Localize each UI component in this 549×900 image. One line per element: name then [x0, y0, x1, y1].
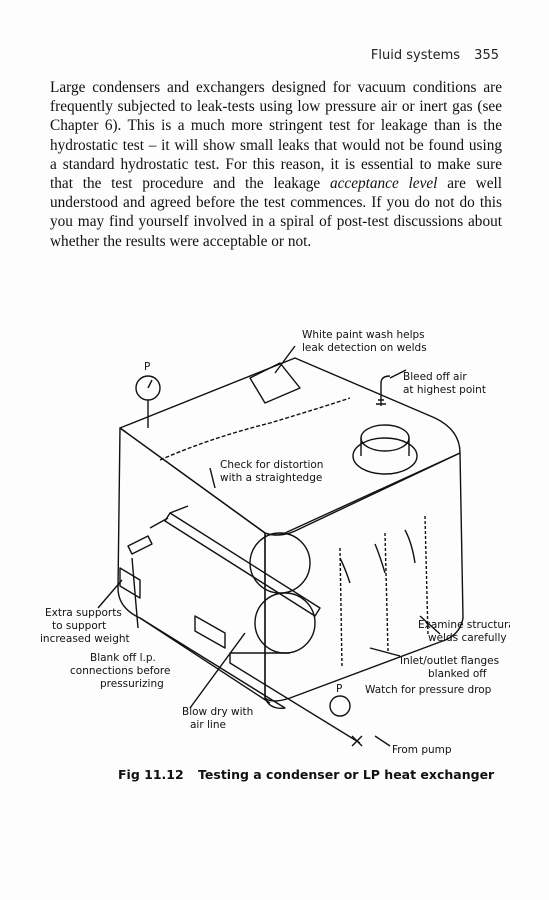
label-supports: Extra supports [45, 607, 122, 619]
support-left [119, 567, 141, 599]
running-head: Fluid systems [370, 48, 461, 63]
text-line: frequently subjected to leak-tests using… [50, 98, 502, 116]
label-watch: Watch for pressure drop [365, 684, 492, 696]
label-blow: Blow dry with [182, 706, 253, 718]
structural-welds [339, 515, 429, 669]
weld-seam-top [159, 397, 351, 461]
pump-valve [351, 735, 363, 747]
text-line: a standard hydrostatic test. For this re… [50, 155, 502, 173]
text-line: understood and agreed before the test co… [50, 194, 502, 212]
label-structural: Examine structural [418, 619, 510, 631]
support-front [194, 615, 226, 649]
body-paragraph: Large condensers and exchangers designed… [50, 78, 502, 251]
text-line-tail: are well [437, 175, 502, 193]
text-line: that the test procedure and the leakage … [50, 174, 502, 193]
label-pump: From pump [392, 744, 452, 756]
label-bleed-2: at highest point [403, 384, 486, 396]
paint-brush [249, 362, 301, 404]
label-distortion-2: with a straightedge [220, 472, 322, 484]
label-supports-3: increased weight [40, 633, 130, 645]
label-white-paint-2: leak detection on welds [302, 342, 427, 354]
label-blank: Blank off l.p. [90, 652, 156, 664]
figure-caption: Fig 11.12 Testing a condenser or LP heat… [118, 767, 494, 782]
lp-connection [127, 535, 153, 555]
label-gauge-top: P [144, 361, 150, 373]
text-line: Large condensers and exchangers designed… [50, 79, 502, 96]
weld-seam-right [339, 529, 416, 584]
label-blank-3: pressurizing [100, 678, 164, 690]
page-number: 355 [474, 48, 499, 63]
text-line: you may find yourself involved in a spir… [50, 213, 502, 231]
figure-number: Fig 11.12 [118, 767, 184, 782]
label-supports-2: to support [52, 620, 106, 632]
page-header: Fluid systems 355 [371, 48, 499, 63]
straightedge [164, 512, 321, 617]
label-gauge-bottom: P [336, 683, 342, 695]
emphasis-text: acceptance level [329, 175, 438, 193]
label-bleed: Bleed off air [403, 371, 467, 383]
label-distortion: Check for distortion [220, 459, 323, 471]
label-white-paint: White paint wash helps [302, 329, 425, 341]
text-line: hydrostatic test – it will show small le… [50, 136, 502, 154]
label-blow-2: air line [190, 719, 226, 731]
shell-bottom-edge [139, 617, 271, 704]
gauge-bottom [329, 695, 351, 717]
text-line-head: that the test procedure and the leakage [50, 175, 330, 193]
label-inlet-2: blanked off [428, 668, 487, 680]
flange-lower [254, 592, 316, 654]
condenser-drawing: White paint wash helps leak detection on… [40, 329, 518, 756]
label-inlet: Inlet/outlet flanges [400, 655, 499, 667]
flange-upper [249, 532, 311, 594]
label-structural-2: welds carefully [428, 632, 507, 644]
label-blank-2: connections before [70, 665, 170, 677]
figure-title: Testing a condenser or LP heat exchanger [198, 767, 495, 782]
text-line: Chapter 6). This is a much more stringen… [50, 117, 502, 135]
bleed-valve [380, 375, 391, 406]
pump-line [229, 652, 361, 744]
shell-right-face [264, 452, 464, 702]
top-nozzle-base [352, 437, 418, 475]
text-line: whether the results were acceptable or n… [50, 232, 312, 250]
condenser-test-figure: White paint wash helps leak detection on… [40, 318, 518, 758]
